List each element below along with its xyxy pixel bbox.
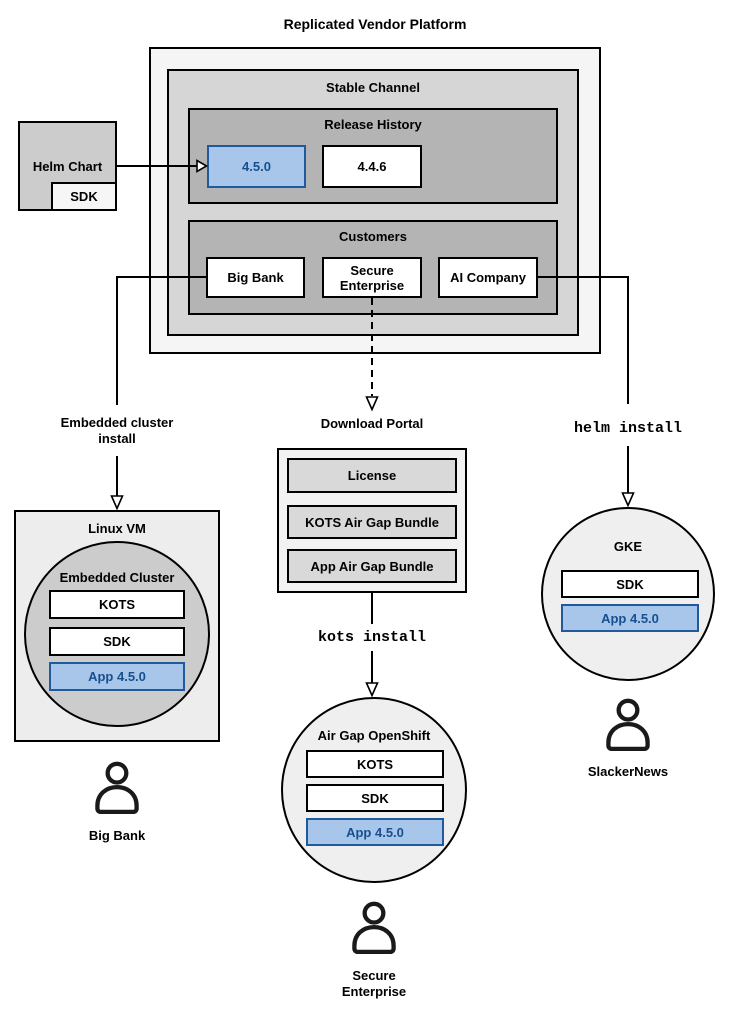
person-icon [352,901,396,955]
download-portal-label: Download Portal [320,416,424,431]
portal-item-license: License [287,458,457,493]
component-sdk: SDK [49,627,185,656]
release-history-label: Release History [324,117,422,132]
slackernews-user-label: SlackerNews [587,764,669,779]
customers-label: Customers [339,229,407,244]
release-4-5-0: 4.5.0 [207,145,306,188]
stable-channel-label: Stable Channel [326,80,420,95]
helm-chart-sdk-box: SDK [51,182,117,211]
secure-enterprise-user-label: Secure Enterprise [341,968,407,999]
component-sdk: SDK [561,570,699,598]
airgap-openshift-label: Air Gap OpenShift [317,728,431,743]
helm-chart-box: Helm Chart SDK [18,121,117,211]
component-kots: KOTS [49,590,185,619]
component-app: App 4.5.0 [561,604,699,632]
kots-install-command: kots install [317,629,427,646]
download-portal-box: License KOTS Air Gap Bundle App Air Gap … [277,448,467,593]
gke-label: GKE [613,539,643,554]
linux-vm-label: Linux VM [88,521,146,536]
embedded-cluster-circle: Embedded Cluster KOTS SDK App 4.5.0 [24,541,210,727]
gke-circle: GKE SDK App 4.5.0 [541,507,715,681]
embedded-cluster-label: Embedded Cluster [59,570,175,585]
airgap-openshift-circle: Air Gap OpenShift KOTS SDK App 4.5.0 [281,697,467,883]
customer-big-bank: Big Bank [206,257,305,298]
diagram-title: Replicated Vendor Platform [283,16,467,32]
portal-item-app-airgap-bundle: App Air Gap Bundle [287,549,457,583]
big-bank-user-label: Big Bank [88,828,146,843]
helm-chart-label: Helm Chart [32,158,103,174]
component-app: App 4.5.0 [49,662,185,691]
component-sdk: SDK [306,784,444,812]
embedded-cluster-install-label: Embedded cluster install [60,415,174,446]
customer-secure-enterprise: Secure Enterprise [322,257,422,298]
person-icon [95,761,139,815]
component-app: App 4.5.0 [306,818,444,846]
helm-install-command: helm install [573,420,683,437]
component-kots: KOTS [306,750,444,778]
customer-ai-company: AI Company [438,257,538,298]
person-icon [606,698,650,752]
portal-item-kots-airgap-bundle: KOTS Air Gap Bundle [287,505,457,539]
release-4-4-6: 4.4.6 [322,145,422,188]
